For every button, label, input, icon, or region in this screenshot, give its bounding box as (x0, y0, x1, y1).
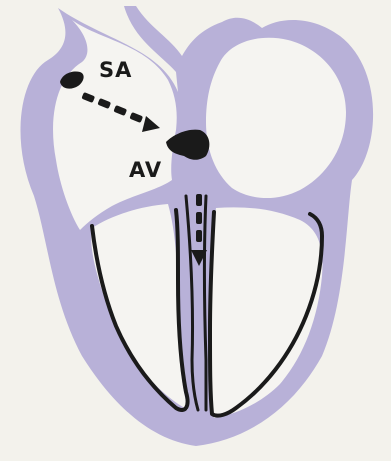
septum-outline-right (205, 196, 207, 410)
av-label: AV (129, 158, 162, 182)
sa-label: SA (99, 58, 132, 82)
